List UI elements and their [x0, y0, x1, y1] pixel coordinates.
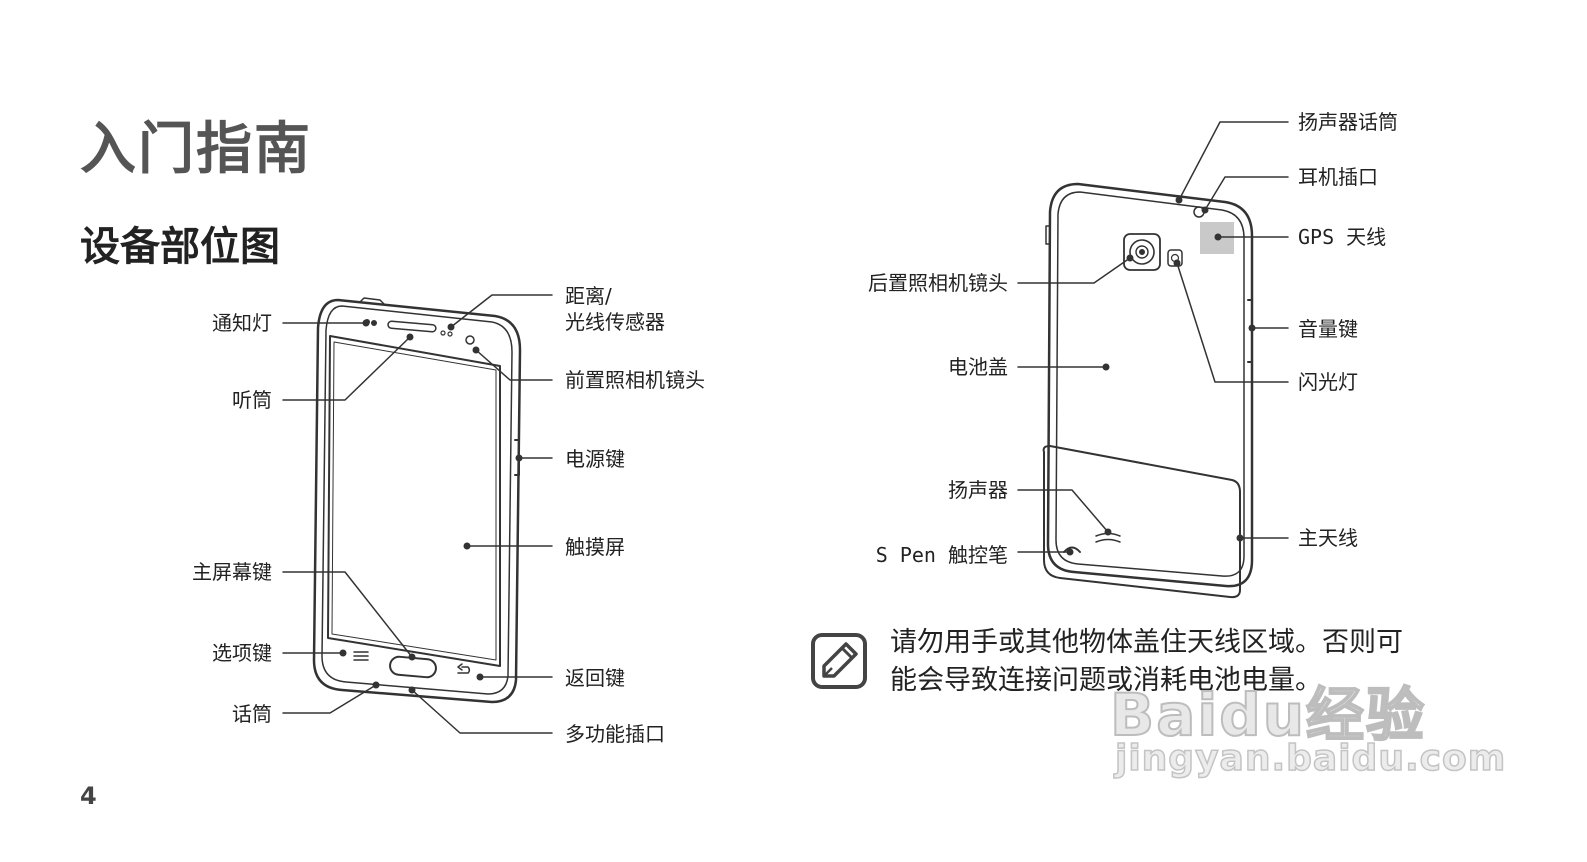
- watermark-url: jingyan.baidu.com: [1114, 737, 1507, 780]
- label-proximity-sensor-line1: 距离/: [565, 284, 612, 308]
- note-line-1: 请勿用手或其他物体盖住天线区域。否则可: [890, 627, 1403, 658]
- label-proximity-sensor-line2: 光线传感器: [565, 310, 665, 334]
- page-title: 入门指南: [80, 117, 312, 182]
- label-volume-key: 音量键: [1298, 317, 1358, 341]
- label-earpiece: 听筒: [232, 388, 272, 412]
- label-flash: 闪光灯: [1298, 370, 1358, 394]
- front-phone: [312, 297, 522, 704]
- back-phone: [1042, 182, 1254, 599]
- label-menu-key: 选项键: [212, 641, 272, 665]
- label-front-camera: 前置照相机镜头: [565, 368, 705, 392]
- page-number: 4: [80, 782, 97, 810]
- label-back-key: 返回键: [565, 666, 625, 690]
- label-main-antenna: 主天线: [1298, 526, 1358, 550]
- label-multifunction-jack: 多功能插口: [565, 722, 665, 746]
- label-headset-jack: 耳机插口: [1298, 165, 1378, 189]
- label-mouthpiece: 话筒: [232, 702, 272, 726]
- note-pencil-icon: [810, 632, 868, 694]
- label-gps-antenna: GPS 天线: [1298, 225, 1387, 249]
- label-touch-screen: 触摸屏: [565, 535, 625, 559]
- label-speakerphone-mic: 扬声器话筒: [1298, 110, 1398, 134]
- note-line-2: 能会导致连接问题或消耗电池电量。: [890, 665, 1322, 696]
- label-power-key: 电源键: [565, 447, 625, 471]
- section-title: 设备部位图: [80, 224, 280, 270]
- label-rear-camera: 后置照相机镜头: [868, 271, 1008, 295]
- label-s-pen: S Pen 触控笔: [875, 543, 1008, 567]
- label-speaker: 扬声器: [948, 478, 1008, 502]
- label-notification-light: 通知灯: [212, 311, 272, 335]
- watermark-brand: Baidu经验: [1109, 680, 1427, 750]
- label-battery-cover: 电池盖: [948, 355, 1008, 379]
- label-home-key: 主屏幕键: [192, 560, 272, 584]
- antenna-note: 请勿用手或其他物体盖住天线区域。否则可 能会导致连接问题或消耗电池电量。: [890, 624, 1490, 700]
